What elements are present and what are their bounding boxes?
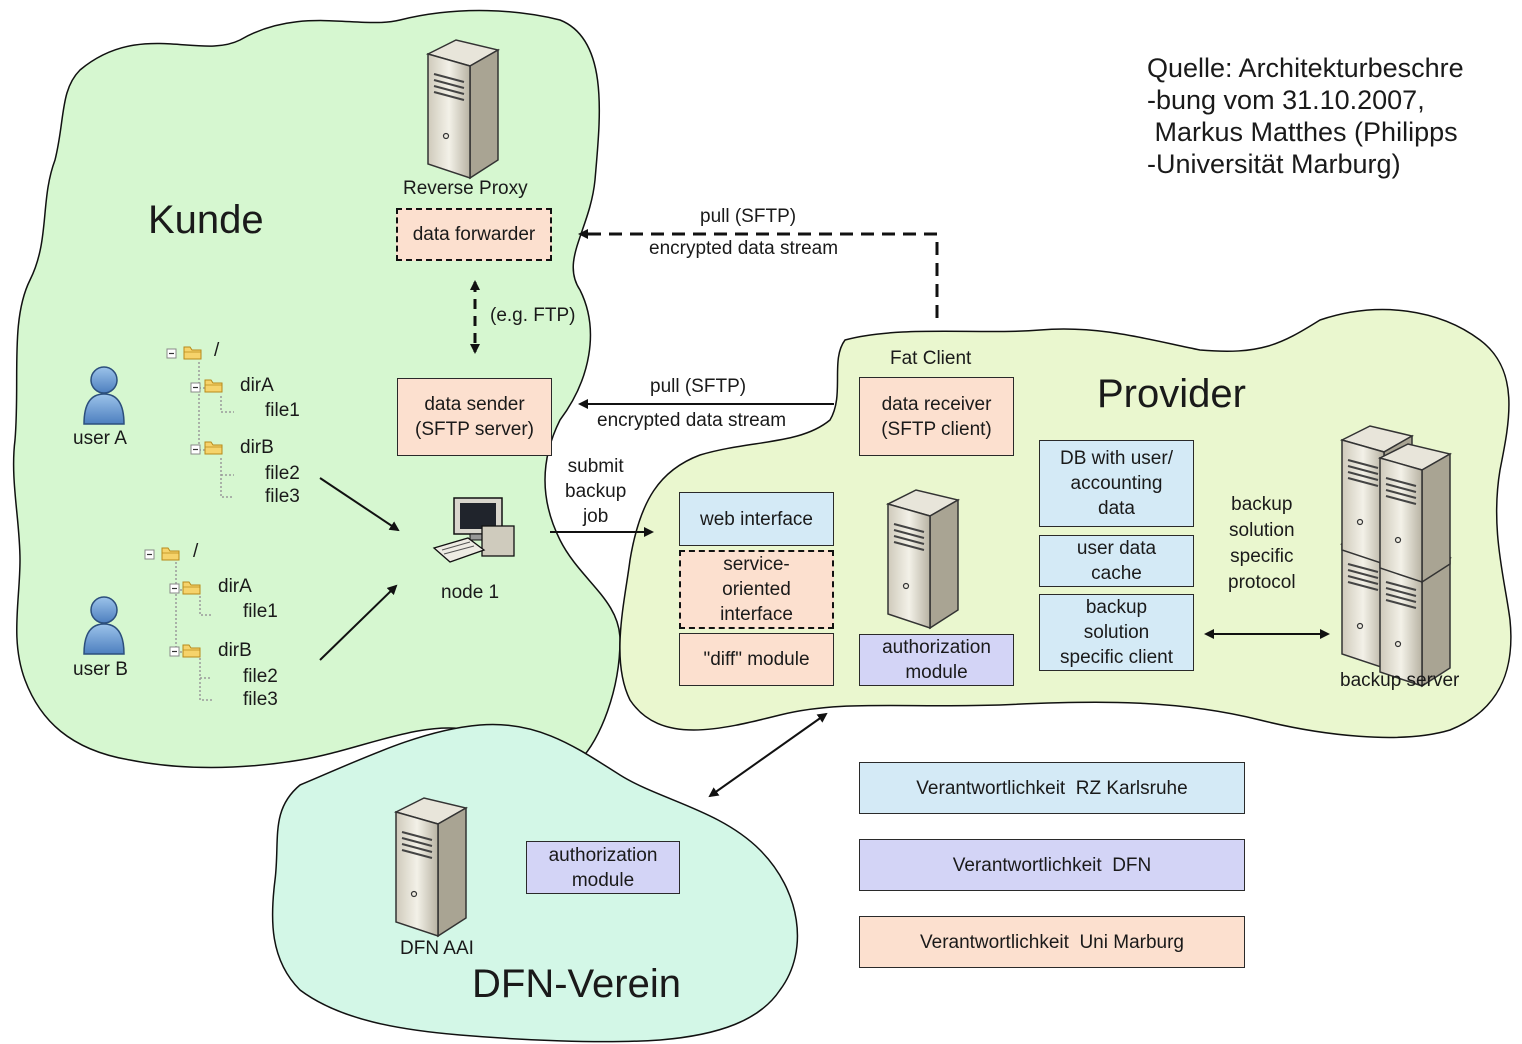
data-sender-box: data sender (SFTP server) bbox=[397, 378, 552, 456]
source-line-4: -Universität Marburg) bbox=[1147, 149, 1401, 179]
cache-box: user data cache bbox=[1039, 535, 1194, 587]
pull-top-label: pull (SFTP) bbox=[700, 206, 797, 227]
dfn-aai-server-icon bbox=[395, 797, 467, 937]
fat-client-label: Fat Client bbox=[890, 348, 972, 369]
legend-uni: Verantwortlichkeit Uni Marburg bbox=[859, 916, 1245, 968]
tree-a-file3: file3 bbox=[265, 486, 300, 507]
dfn-title: DFN-Verein bbox=[472, 962, 681, 1006]
db-label: DB with user/ accounting data bbox=[1060, 448, 1173, 519]
workstation-icon bbox=[432, 497, 515, 563]
tree-a-dirb: dirB bbox=[240, 437, 274, 458]
web-interface-box: web interface bbox=[679, 492, 834, 546]
provider-auth-label: authorization module bbox=[882, 637, 991, 683]
data-receiver-box: data receiver (SFTP client) bbox=[859, 377, 1014, 456]
legend-dfn: Verantwortlichkeit DFN bbox=[859, 839, 1245, 891]
arrow-user-a bbox=[319, 477, 400, 532]
provider-auth-box: authorization module bbox=[859, 634, 1014, 686]
dfn-aai-label: DFN AAI bbox=[400, 938, 474, 959]
source-line-3: Markus Matthes (Philipps bbox=[1147, 117, 1458, 147]
backup-server-icon bbox=[1341, 425, 1451, 687]
pull-mid-label: pull (SFTP) bbox=[650, 376, 747, 397]
legend-rz: Verantwortlichkeit RZ Karlsruhe bbox=[859, 762, 1245, 814]
backup-client-label: backup solution specific client bbox=[1060, 597, 1173, 668]
data-receiver-label: data receiver (SFTP client) bbox=[881, 393, 992, 440]
dfn-auth-box: authorization module bbox=[526, 841, 680, 894]
web-interface-label: web interface bbox=[699, 508, 813, 530]
cache-label: user data cache bbox=[1076, 538, 1157, 584]
legend-rz-label: Verantwortlichkeit RZ Karlsruhe bbox=[916, 777, 1188, 799]
backup-client-box: backup solution specific client bbox=[1039, 594, 1194, 671]
pull-top-stream-label: encrypted data stream bbox=[649, 238, 839, 259]
reverse-proxy-label: Reverse Proxy bbox=[403, 178, 528, 199]
source-line-1: Quelle: Architekturbeschre bbox=[1147, 53, 1464, 83]
submit-label: submit backup job bbox=[565, 456, 627, 527]
reverse-proxy-server-icon bbox=[427, 39, 499, 179]
soi-box: service- oriented interface bbox=[679, 550, 834, 629]
tree-b-dirb: dirB bbox=[218, 640, 252, 661]
diff-module-box: "diff" module bbox=[679, 633, 834, 686]
backup-server-label: backup server bbox=[1340, 670, 1460, 691]
tree-a-file2: file2 bbox=[265, 463, 300, 484]
db-box: DB with user/ accounting data bbox=[1039, 440, 1194, 527]
tree-b-file1: file1 bbox=[243, 601, 278, 622]
tree-b-file2: file2 bbox=[243, 666, 278, 687]
user-a-label: user A bbox=[73, 428, 127, 449]
node-label: node 1 bbox=[441, 582, 500, 603]
soi-label: service- oriented interface bbox=[720, 554, 793, 625]
kunde-title: Kunde bbox=[148, 198, 264, 242]
tree-b-file3: file3 bbox=[243, 689, 278, 710]
user-b-label: user B bbox=[73, 659, 128, 680]
tree-b-dira: dirA bbox=[218, 576, 252, 597]
eg-ftp-label: (e.g. FTP) bbox=[490, 305, 576, 326]
diff-module-label: "diff" module bbox=[703, 649, 810, 670]
arrow-user-b bbox=[319, 584, 398, 661]
pull-mid-stream-label: encrypted data stream bbox=[597, 410, 787, 431]
data-sender-label: data sender (SFTP server) bbox=[415, 394, 534, 440]
tree-b-root: / bbox=[193, 541, 199, 562]
source-note: Quelle: Architekturbeschre -bung vom 31.… bbox=[1147, 52, 1464, 180]
legend-uni-label: Verantwortlichkeit Uni Marburg bbox=[920, 931, 1184, 953]
arrow-pull-dashed bbox=[578, 229, 939, 318]
arrow-dfn-provider bbox=[708, 712, 828, 798]
data-forwarder-box: data forwarder bbox=[396, 208, 552, 261]
auth-server-icon bbox=[887, 489, 959, 629]
tree-a-dira: dirA bbox=[240, 375, 274, 396]
tree-a-file1: file1 bbox=[265, 400, 300, 421]
tree-a-root: / bbox=[214, 340, 220, 361]
data-forwarder-label: data forwarder bbox=[412, 224, 536, 245]
dfn-auth-label: authorization module bbox=[548, 844, 658, 891]
provider-title: Provider bbox=[1097, 372, 1246, 416]
source-line-2: -bung vom 31.10.2007, bbox=[1147, 85, 1425, 115]
backup-protocol-label: backup solution specific protocol bbox=[1228, 494, 1296, 593]
directory-tree-b bbox=[144, 547, 212, 701]
directory-tree-a bbox=[166, 346, 234, 498]
legend-dfn-label: Verantwortlichkeit DFN bbox=[952, 854, 1152, 876]
